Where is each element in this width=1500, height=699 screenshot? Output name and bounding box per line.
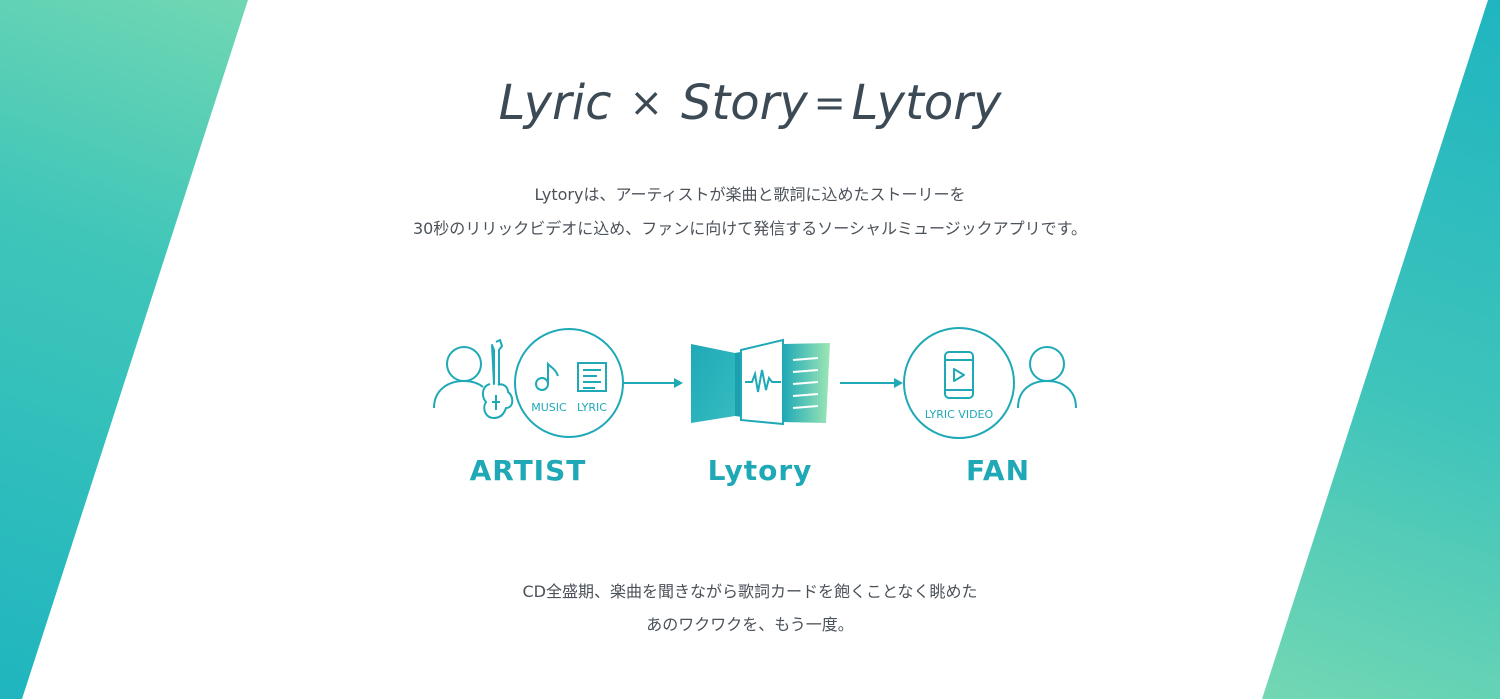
description-line-2: 30秒のリリックビデオに込め、ファンに向けて発信するソーシャルミュージックアプリ…	[412, 219, 1088, 238]
title-lytory: Lytory	[851, 75, 1002, 131]
fan-content-circle	[903, 327, 1015, 439]
tagline-line-1: CD全盛期、楽曲を聞きながら歌詞カードを飽くことなく眺めた	[522, 582, 978, 601]
artist-label: ARTIST	[470, 454, 587, 487]
guitar-icon	[481, 339, 514, 419]
title-times-symbol: ×	[629, 80, 663, 126]
lytory-book-icon	[691, 338, 830, 426]
fan-person-icon	[1017, 346, 1077, 409]
title-story: Story	[681, 75, 808, 131]
page-title: Lyric × Story=Lytory	[0, 72, 1500, 131]
title-lyric: Lyric	[498, 75, 612, 131]
fan-label: FAN	[966, 454, 1030, 487]
tagline-line-2: あのワクワクを、もう一度。	[646, 615, 854, 634]
title-equals-symbol: =	[813, 81, 846, 125]
arrow-icon	[623, 378, 683, 388]
description-line-1: Lytoryは、アーティストが楽曲と歌詞に込めたストーリーを	[534, 185, 966, 204]
lytory-label: Lytory	[708, 454, 813, 487]
lyric-caption: LYRIC	[577, 401, 607, 414]
music-note-icon	[535, 361, 559, 391]
lyric-video-caption: LYRIC VIDEO	[925, 408, 994, 421]
phone-play-icon	[944, 351, 974, 399]
artist-person-icon	[433, 346, 484, 409]
lyric-sheet-icon	[577, 362, 607, 392]
music-caption: MUSIC	[531, 401, 567, 414]
arrow-icon	[840, 378, 903, 388]
